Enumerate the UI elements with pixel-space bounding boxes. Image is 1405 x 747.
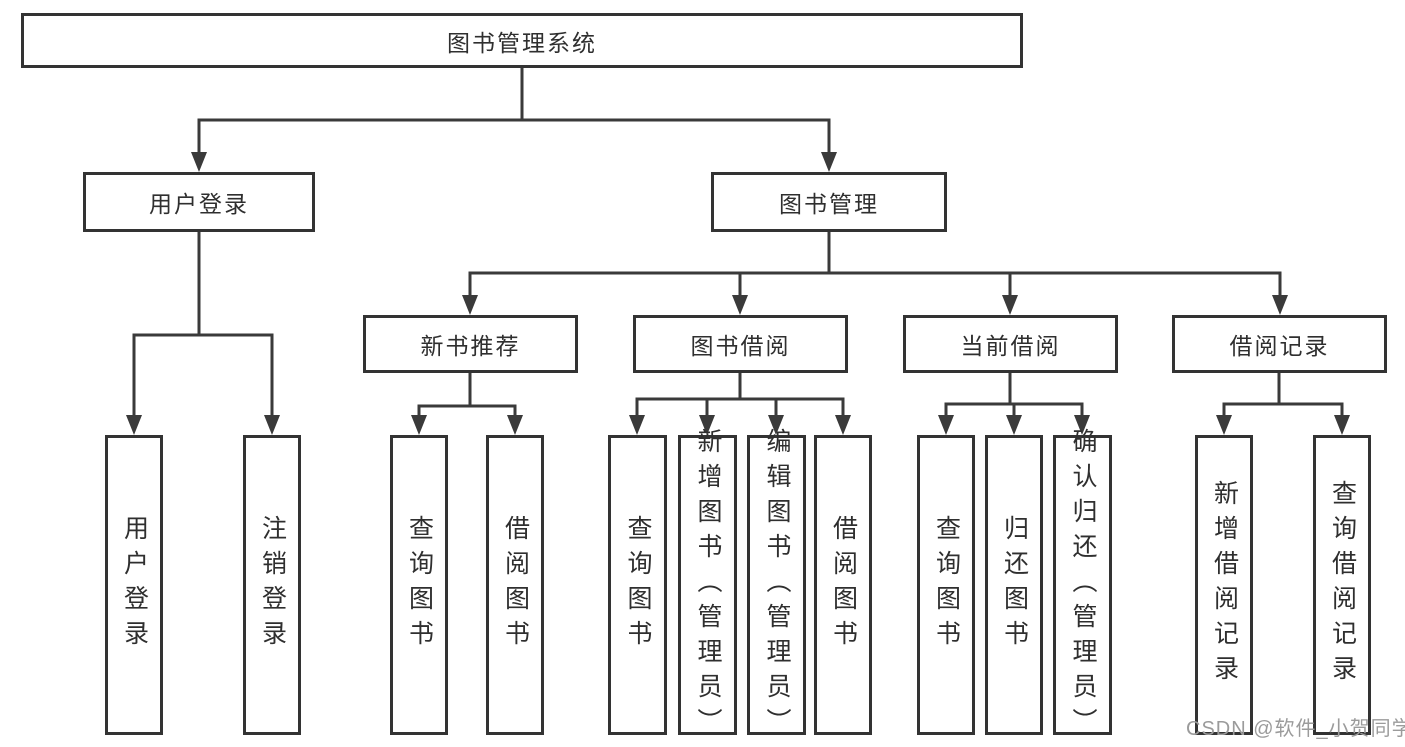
node-leaf-confirm-return-admin: 确认归还（管理员）: [1053, 428, 1112, 743]
node-leaf-logout: 注销登录: [243, 435, 301, 735]
node-current-borrowing: 当前借阅: [903, 315, 1118, 373]
node-leaf-user-login: 用户登录: [105, 435, 163, 735]
node-label: 图书管理: [779, 191, 879, 217]
node-new-book-recommendation: 新书推荐: [363, 315, 578, 373]
node-leaf-borrow-books-2: 借阅图书: [814, 435, 872, 735]
node-label: 注销登录: [258, 515, 287, 655]
node-leaf-edit-books-admin: 编辑图书（管理员）: [747, 428, 806, 743]
node-leaf-add-borrow-record: 新增借阅记录: [1195, 435, 1253, 735]
node-borrowing-records: 借阅记录: [1172, 315, 1387, 373]
node-leaf-query-books-1: 查询图书: [390, 435, 448, 735]
node-leaf-add-books-admin: 新增图书（管理员）: [678, 428, 737, 743]
node-label: 用户登录: [149, 191, 249, 217]
node-leaf-query-books-3: 查询图书: [917, 435, 975, 735]
node-user-login-branch: 用户登录: [83, 172, 315, 232]
node-root-book-management-system: 图书管理系统: [21, 13, 1023, 68]
node-label: 归还图书: [1000, 515, 1029, 655]
node-label: 查询借阅记录: [1328, 480, 1357, 690]
node-label: 确认归还（管理员）: [1069, 427, 1097, 743]
node-label: 查询图书: [932, 515, 961, 655]
node-book-borrowing: 图书借阅: [633, 315, 848, 373]
node-label: 查询图书: [624, 515, 652, 655]
node-label: 当前借阅: [960, 333, 1061, 359]
node-label: 借阅图书: [501, 515, 530, 655]
node-label: 新增图书（管理员）: [694, 427, 722, 743]
csdn-watermark: CSDN @软件_小贺同学: [1186, 718, 1405, 740]
node-book-management-branch: 图书管理: [711, 172, 947, 232]
node-leaf-borrow-books-1: 借阅图书: [486, 435, 544, 735]
node-label: 图书管理系统: [447, 29, 597, 56]
node-leaf-query-borrow-record: 查询借阅记录: [1313, 435, 1371, 735]
node-leaf-return-books: 归还图书: [985, 435, 1043, 735]
node-leaf-query-books-2: 查询图书: [608, 435, 667, 735]
node-label: 新增借阅记录: [1210, 480, 1239, 690]
node-label: 借阅图书: [829, 515, 858, 655]
node-label: 图书借阅: [690, 333, 791, 359]
node-label: 编辑图书（管理员）: [763, 427, 791, 743]
node-label: 新书推荐: [420, 333, 521, 359]
node-label: 查询图书: [405, 515, 434, 655]
node-label: 用户登录: [120, 515, 149, 655]
node-label: 借阅记录: [1229, 333, 1330, 359]
arrowheads: [126, 152, 1350, 435]
